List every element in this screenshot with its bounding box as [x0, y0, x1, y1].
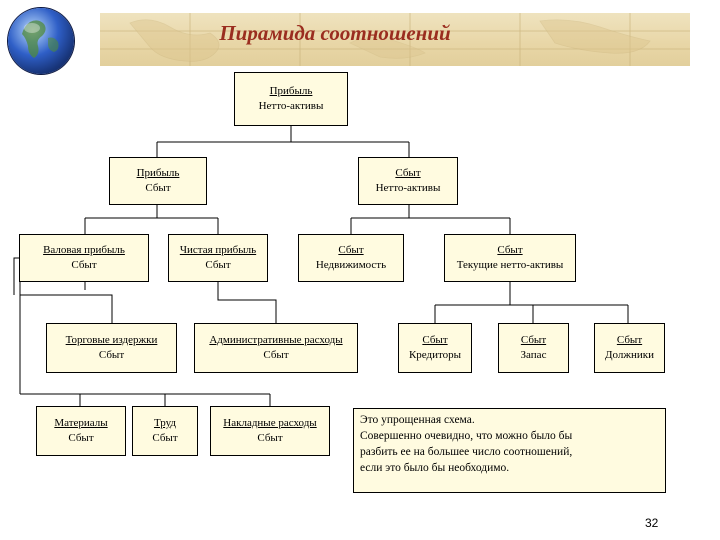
box-label-top: Чистая прибыль: [179, 244, 257, 256]
box-label-top: Сбыт: [616, 334, 643, 346]
box-label-top: Сбыт: [497, 244, 523, 256]
note-line: если это было бы необходимо.: [360, 462, 510, 474]
globe-land-icon: [22, 20, 59, 58]
box-label-top: Торговые издержки: [65, 334, 158, 346]
globe-logo: [8, 8, 74, 74]
simplified-scheme-note: Это упрощенная схема. Совершенно очевидн…: [353, 408, 666, 493]
box-net-profit-sales: Чистая прибыль Сбыт: [168, 234, 268, 282]
note-line: Совершенно очевидно, что можно было бы: [360, 430, 573, 442]
page-number: 32: [645, 516, 659, 530]
box-label-bottom: Сбыт: [71, 259, 97, 271]
box-label-top: Сбыт: [422, 334, 448, 346]
page-title: Пирамида соотношений: [219, 21, 451, 45]
box-label-bottom: Сбыт: [152, 432, 178, 444]
map-decoration: [100, 13, 690, 66]
box-label-top: Валовая прибыль: [43, 244, 125, 256]
box-label-top: Сбыт: [520, 334, 547, 346]
box-trade-costs-sales: Торговые издержки Сбыт: [46, 323, 177, 373]
box-overhead-sales: Накладные расходы Сбыт: [210, 406, 330, 456]
box-sales-debtors: Сбыт Должники: [594, 323, 665, 373]
box-label-top: Сбыт: [338, 244, 364, 256]
note-line: Это упрощенная схема.: [360, 414, 475, 426]
box-label-top: Накладные расходы: [223, 417, 317, 429]
box-sales-creditors: Сбыт Кредиторы: [398, 323, 472, 373]
note-line: разбить ее на большее число соотношений,: [360, 446, 573, 458]
box-label-bottom: Недвижимость: [315, 259, 387, 271]
header-band: [100, 13, 690, 66]
box-label-bottom: Сбыт: [205, 259, 231, 271]
box-materials-sales: Материалы Сбыт: [36, 406, 126, 456]
box-label-top: Материалы: [54, 417, 108, 429]
box-label-bottom: Нетто-активы: [258, 100, 324, 112]
box-label-top: Прибыль: [269, 85, 313, 97]
box-gross-profit-sales: Валовая прибыль Сбыт: [19, 234, 149, 282]
box-label-bottom: Запас: [520, 349, 547, 361]
box-label-bottom: Должники: [605, 349, 654, 361]
box-label-bottom: Сбыт: [68, 432, 94, 444]
box-profit-net-assets: Прибыль Нетто-активы: [234, 72, 348, 126]
box-labor-sales: Труд Сбыт: [132, 406, 198, 456]
box-label-bottom: Сбыт: [145, 182, 171, 194]
box-label-bottom: Сбыт: [98, 349, 125, 361]
box-label-bottom: Сбыт: [257, 432, 283, 444]
box-label-bottom: Нетто-активы: [375, 182, 441, 194]
box-label-bottom: Текущие нетто-активы: [456, 259, 564, 271]
box-label-bottom: Кредиторы: [408, 349, 462, 361]
box-admin-costs-sales: Административные расходы Сбыт: [194, 323, 358, 373]
box-sales-net-assets: Сбыт Нетто-активы: [358, 157, 458, 205]
box-profit-sales: Прибыль Сбыт: [109, 157, 207, 205]
box-label-bottom: Сбыт: [263, 349, 289, 361]
box-sales-current-assets: Сбыт Текущие нетто-активы: [444, 234, 576, 282]
box-sales-real-estate: Сбыт Недвижимость: [298, 234, 404, 282]
box-label-top: Сбыт: [395, 167, 421, 179]
box-label-top: Административные расходы: [209, 334, 343, 346]
box-sales-stock: Сбыт Запас: [498, 323, 569, 373]
box-label-top: Прибыль: [136, 167, 180, 179]
box-label-top: Труд: [153, 417, 177, 429]
